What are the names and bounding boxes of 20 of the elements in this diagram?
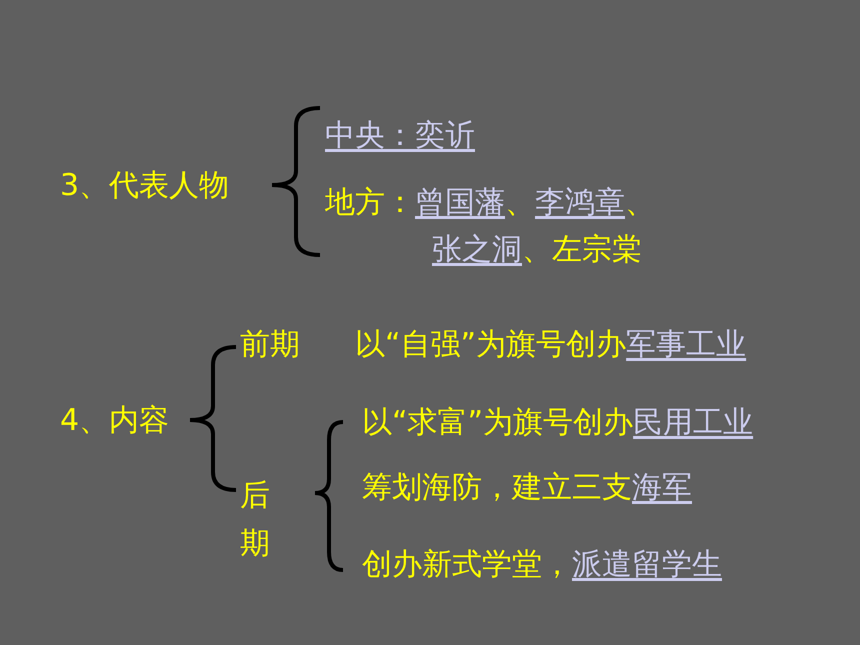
hyperlink: 曾国藩 bbox=[415, 185, 505, 220]
heading-text: 3、代表人物 bbox=[60, 168, 230, 203]
hyperlink: 派遣留学生 bbox=[572, 547, 722, 582]
label-text: 以“自强”为旗号创办 bbox=[355, 327, 626, 362]
hyperlink: 海军 bbox=[632, 470, 692, 505]
label-text: 地方： bbox=[325, 185, 415, 220]
label-text: 、 bbox=[505, 185, 535, 220]
label-text: 、 bbox=[625, 185, 655, 220]
label-text: 筹划海防，建立三支 bbox=[362, 470, 632, 505]
label-text: 、左宗棠 bbox=[522, 232, 642, 267]
hyperlink: 张之洞 bbox=[432, 232, 522, 267]
label-text: 创办新式学堂， bbox=[362, 547, 572, 582]
hyperlink: 中央：奕䜣 bbox=[325, 118, 475, 153]
label-text: 前期 bbox=[240, 327, 300, 362]
heading-text: 4、内容 bbox=[60, 403, 170, 438]
label-text: 以“求富”为旗号创办 bbox=[362, 405, 634, 440]
hyperlink: 李鸿章 bbox=[535, 185, 625, 220]
hyperlink: 民用工业 bbox=[633, 405, 754, 440]
hyperlink: 军事工业 bbox=[626, 327, 746, 362]
label-text: 后期 bbox=[240, 477, 270, 563]
